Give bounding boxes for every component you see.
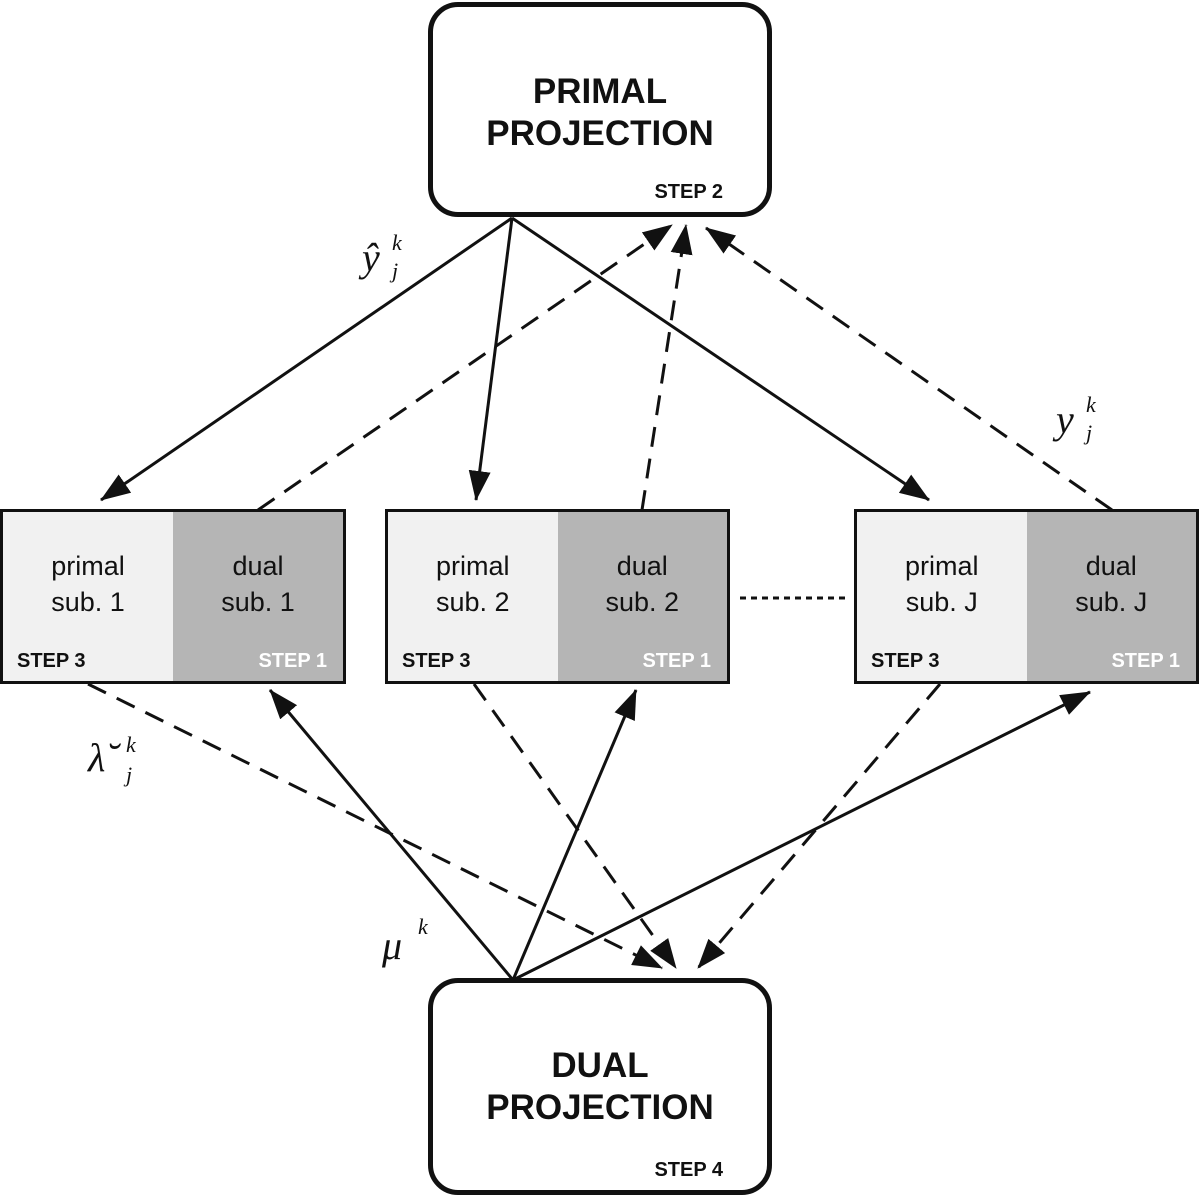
- primal-sub-1: primal sub. 1 STEP 3: [3, 512, 173, 681]
- primal-sub-J-label: primal sub. J: [904, 551, 979, 617]
- dual-sub-J: dual sub. J STEP 1: [1026, 512, 1196, 681]
- symbol-y-sup: k: [1086, 392, 1096, 417]
- dual-sub-J-step: STEP 1: [1111, 650, 1180, 672]
- primal-projection-title: PRIMAL PROJECTION: [486, 72, 714, 153]
- primal-projection-step: STEP 2: [654, 181, 723, 203]
- primal-sub-2-step: STEP 3: [402, 650, 471, 672]
- symbol-lambda-sub: j: [126, 762, 133, 787]
- arrow-sub2-to-dualproj: [472, 683, 678, 969]
- arrow-sub1-to-dualproj: [87, 682, 663, 970]
- arrow-primal-to-sub2: [468, 217, 514, 501]
- arrow-dualproj-to-sub2: [511, 689, 638, 981]
- symbol-mu: μ k: [382, 910, 442, 970]
- subproblem-1: primal sub. 1 STEP 3 dual sub. 1 STEP 1: [0, 509, 346, 684]
- dual-sub-1-step: STEP 1: [258, 650, 327, 672]
- subproblem-2: primal sub. 2 STEP 3 dual sub. 2 STEP 1: [385, 509, 730, 684]
- symbol-lambda-sup: k: [126, 732, 136, 757]
- dual-projection-step: STEP 4: [654, 1159, 723, 1181]
- symbol-y-hat-sub: j: [392, 258, 399, 283]
- primal-sub-J: primal sub. J STEP 3: [857, 512, 1027, 681]
- arrow-dualproj-to-subJ: [512, 690, 1091, 982]
- dual-projection-box: DUAL PROJECTION STEP 4: [428, 978, 772, 1195]
- symbol-y-hat-base: ŷ: [362, 235, 380, 280]
- dual-projection-title: DUAL PROJECTION: [486, 1046, 714, 1127]
- symbol-y: y k j: [1056, 394, 1116, 454]
- dual-sub-1: dual sub. 1 STEP 1: [173, 512, 343, 681]
- arrow-sub2-to-primal: [640, 224, 693, 511]
- dual-sub-J-label: dual sub. J: [1075, 551, 1148, 617]
- symbol-mu-sup: k: [418, 914, 428, 939]
- symbol-lambda-base: λ̆: [88, 735, 106, 780]
- symbol-mu-base: μ: [382, 923, 403, 968]
- primal-projection-box: PRIMAL PROJECTION STEP 2: [428, 2, 772, 217]
- arrow-subJ-to-primal: [705, 226, 1113, 512]
- primal-sub-1-label: primal sub. 1: [51, 551, 125, 617]
- symbol-lambda-breve: λ̆ k j: [88, 734, 158, 794]
- primal-sub-J-step: STEP 3: [871, 650, 940, 672]
- subproblem-J: primal sub. J STEP 3 dual sub. J STEP 1: [854, 509, 1199, 684]
- dual-sub-2-label: dual sub. 2: [605, 551, 680, 617]
- arrow-sub1-to-primal: [257, 223, 673, 512]
- symbol-y-hat-sup: k: [392, 230, 402, 255]
- symbol-y-base: y: [1056, 397, 1074, 442]
- symbol-y-hat: ŷ k j: [362, 232, 422, 292]
- arrow-primal-to-subJ: [511, 216, 930, 502]
- symbol-y-sub: j: [1086, 420, 1093, 445]
- dual-sub-2-step: STEP 1: [642, 650, 711, 672]
- dual-sub-1-label: dual sub. 1: [221, 551, 295, 617]
- dual-sub-2: dual sub. 2 STEP 1: [557, 512, 727, 681]
- primal-sub-2-label: primal sub. 2: [435, 551, 510, 617]
- primal-sub-2: primal sub. 2 STEP 3: [388, 512, 558, 681]
- arrow-primal-to-sub1: [100, 216, 513, 502]
- primal-sub-1-step: STEP 3: [17, 650, 86, 672]
